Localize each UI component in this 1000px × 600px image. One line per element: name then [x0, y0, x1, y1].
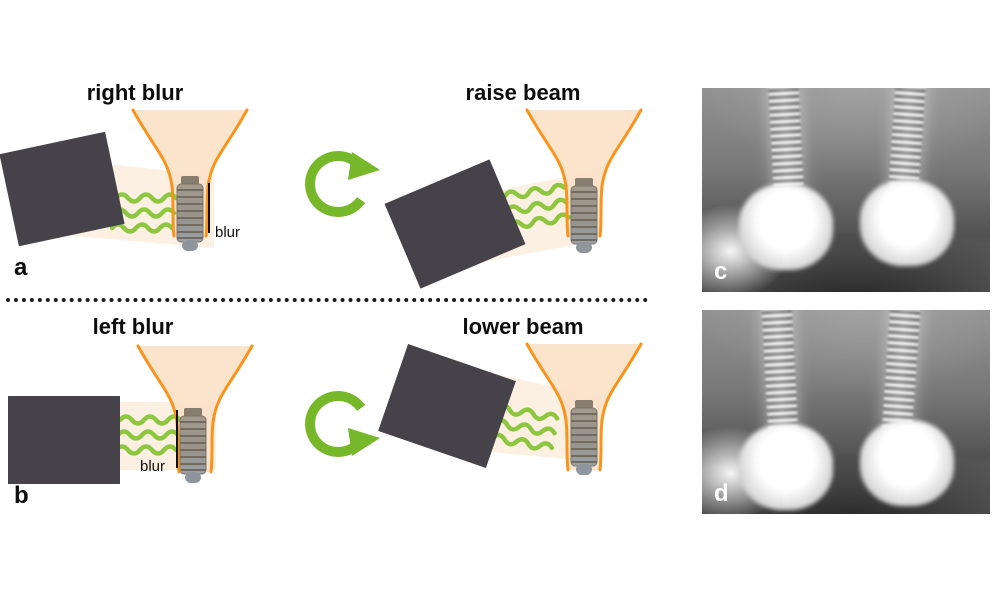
panel-letter-b: b: [14, 482, 29, 509]
crown-restoration-right: [860, 179, 955, 266]
xray-sensor: [384, 159, 526, 289]
dotted-divider: [6, 298, 648, 302]
implant-fixture-left: [761, 310, 800, 443]
dental-implant: [179, 407, 207, 484]
dental-implant: [570, 399, 598, 476]
crown-restoration-left: [739, 183, 834, 270]
panel-b-title: left blur: [92, 314, 174, 339]
crown-restoration-right: [860, 420, 955, 507]
technique-diagram: [0, 108, 643, 484]
panel-lower-diagram: [310, 342, 643, 476]
xray-sensor: [378, 343, 516, 469]
crown-restoration-left: [739, 424, 834, 511]
panel-a-diagram: [0, 108, 249, 252]
panel-letter-d: d: [714, 480, 729, 507]
implant-fixture-left: [768, 88, 805, 197]
dental-implant: [570, 177, 598, 254]
panel-raise-title: raise beam: [465, 80, 581, 105]
blur-label-b: blur: [140, 458, 166, 475]
rotate-arrow-cw-icon: [310, 396, 380, 456]
panel-letter-a: a: [14, 254, 28, 281]
panel-b-diagram: [8, 344, 254, 484]
panel-letter-c: c: [714, 258, 728, 285]
rotate-arrow-ccw-icon: [310, 152, 380, 212]
panel-raise-diagram: [310, 108, 643, 289]
xray-sensor: [8, 396, 120, 484]
panel-a-title: right blur: [86, 80, 184, 105]
radiograph-c: c: [702, 88, 990, 292]
dental-implant: [176, 175, 204, 252]
radiograph-d: d: [702, 310, 990, 514]
panel-lower-title: lower beam: [462, 314, 584, 339]
blur-label-a: blur: [215, 224, 241, 241]
xray-sensor: [0, 131, 125, 247]
